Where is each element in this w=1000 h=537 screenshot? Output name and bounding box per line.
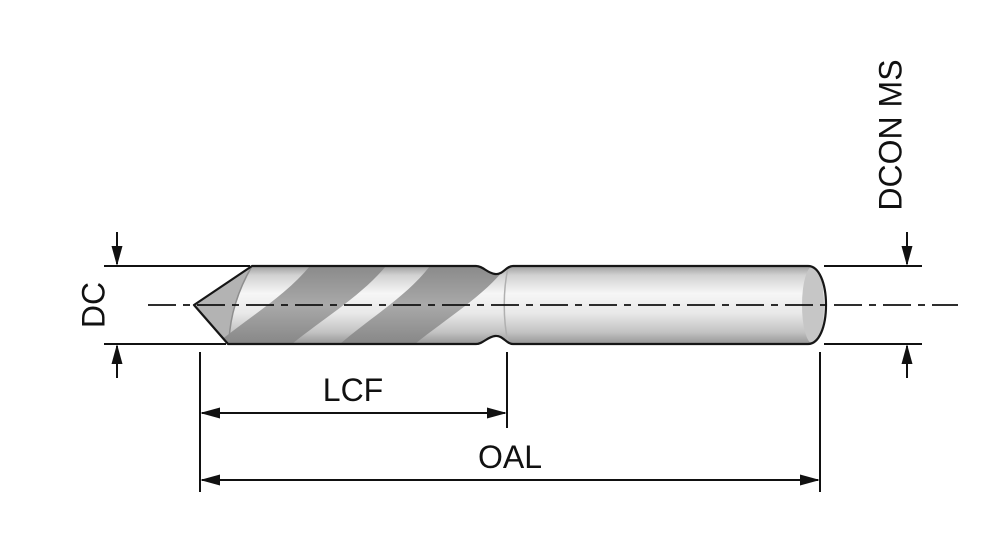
dc-dimension: DC [75,232,250,378]
dcon-ms-dimension: DCON MS [824,59,922,378]
arrowhead-down-icon [111,246,123,266]
lcf-dimension: LCF [199,352,508,492]
arrowhead-left-icon [200,474,220,486]
arrowhead-right-icon [800,474,820,486]
flute-band [340,266,507,344]
arrowhead-up-icon [901,344,913,364]
dc-label: DC [75,282,111,328]
dcon-ms-label: DCON MS [872,59,908,210]
arrowhead-left-icon [200,407,220,419]
arrowhead-up-icon [111,344,123,364]
oal-label: OAL [478,439,542,475]
oal-dimension: OAL [200,352,821,492]
lcf-label: LCF [323,372,383,408]
arrowhead-right-icon [487,407,507,419]
arrowhead-down-icon [901,246,913,266]
